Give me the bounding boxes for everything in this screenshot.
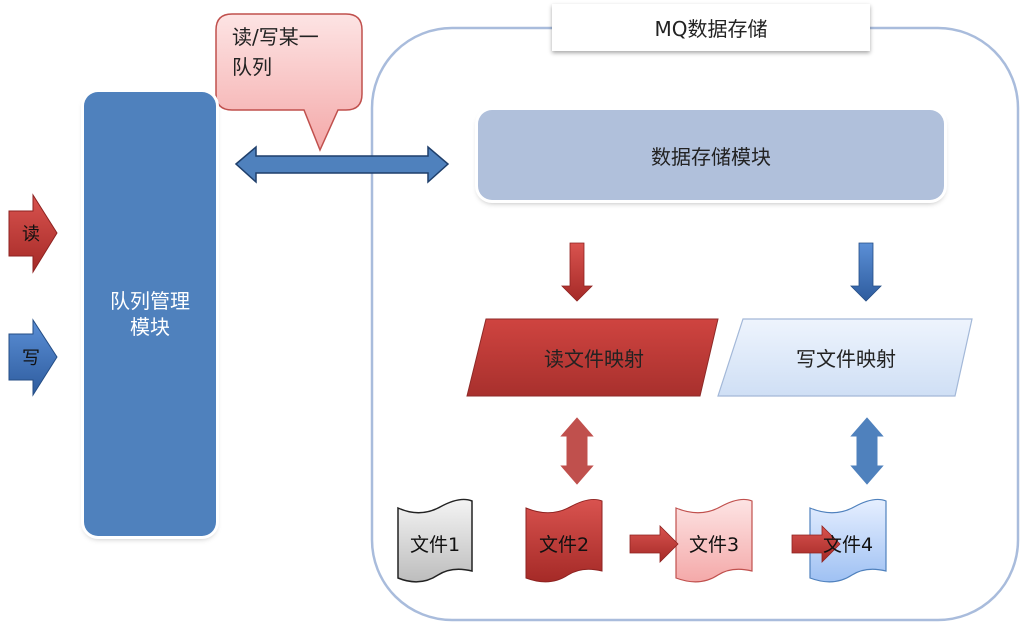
queue-management-module: 队列管理 模块 [84,92,216,536]
file-3-to-4-arrow [791,525,841,563]
callout-line2: 队列 [232,55,272,79]
read-mapping-shape [466,318,719,397]
file-4-label: 文件4 [822,533,874,556]
queue-management-line1: 队列管理 [110,289,190,313]
write-down-arrow [850,242,882,302]
read-mapping-label: 读文件映射 [544,346,644,371]
file-2-to-3-arrow [629,525,679,563]
write-input-arrow [8,318,58,397]
read-input-arrow [8,193,58,274]
file-3-shape [675,498,753,583]
storage-container-title: MQ数据存储 [552,4,870,51]
read-file-double-arrow [553,412,601,490]
file-3-label: 文件3 [688,533,740,556]
write-file-double-arrow [843,412,891,490]
read-input-label: 读 [22,224,40,245]
queue-management-line2: 模块 [130,315,170,339]
callout-text: 读/写某一 队列 [232,22,356,82]
queue-storage-double-arrow [234,145,450,184]
read-down-arrow [561,242,593,302]
file-1-shape [397,498,473,583]
write-mapping-label: 写文件映射 [796,346,896,371]
write-mapping-shape [717,318,973,397]
file-2-shape [525,499,603,583]
storage-module: 数据存储模块 [478,110,944,200]
file-4-shape [809,498,887,583]
file-1-label: 文件1 [409,533,461,556]
write-input-label: 写 [22,348,40,369]
callout-line1: 读/写某一 [232,25,319,49]
file-2-label: 文件2 [538,533,590,556]
callout-bubble [215,13,363,152]
